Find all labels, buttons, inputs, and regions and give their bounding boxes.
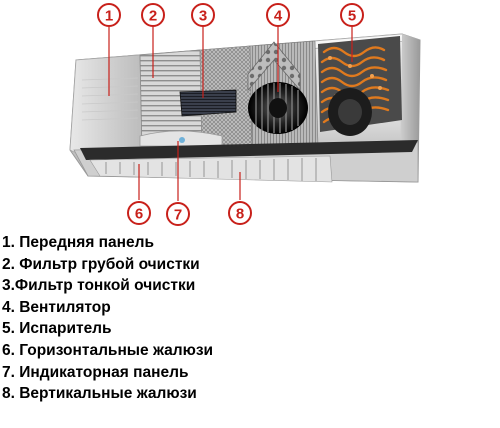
legend-item: 7. Индикаторная панель [2, 363, 189, 381]
callout-number: 3 [199, 8, 207, 25]
legend-item: 6. Горизонтальные жалюзи [2, 341, 214, 359]
legend-item: 5. Испаритель [2, 320, 112, 338]
legend-item: 2. Фильтр грубой очистки [2, 255, 200, 273]
callout-number: 4 [274, 8, 283, 25]
callout-8: 8 [228, 201, 252, 225]
callout-1: 1 [97, 3, 121, 27]
front-panel [69, 54, 143, 153]
callout-number: 1 [105, 8, 113, 25]
fan [248, 82, 308, 134]
callout-number: 6 [135, 206, 143, 223]
legend-item: 4. Вентилятор [2, 298, 111, 316]
indicator-led [179, 137, 185, 143]
callout-5: 5 [340, 3, 364, 27]
callout-3: 3 [191, 3, 215, 27]
leader-lines [108, 27, 353, 201]
callout-number: 2 [149, 8, 157, 25]
lower-casing [73, 130, 419, 183]
fine-filter [179, 89, 237, 117]
fan-motor [328, 88, 372, 136]
callout-number: 8 [236, 206, 244, 223]
air-conditioner-illustration: 1 2 3 4 5 6 7 8 [69, 3, 421, 226]
callout-number: 7 [174, 207, 182, 224]
legend-item: 3.Фильтр тонкой очистки [2, 277, 196, 295]
callout-number: 5 [348, 8, 356, 25]
callout-6: 6 [127, 201, 151, 225]
vertical-louvers [105, 158, 317, 181]
legend-item: 1. Передняя панель [2, 234, 155, 251]
legend-item: 8. Вертикальные жалюзи [2, 385, 197, 403]
coil-chevron [247, 41, 301, 92]
callout-2: 2 [141, 3, 165, 27]
horizontal-louver [80, 140, 418, 160]
parts-legend: 1. Передняя панель 2. Фильтр грубой очис… [2, 232, 498, 405]
callout-7: 7 [166, 202, 190, 226]
callout-4: 4 [266, 3, 290, 27]
